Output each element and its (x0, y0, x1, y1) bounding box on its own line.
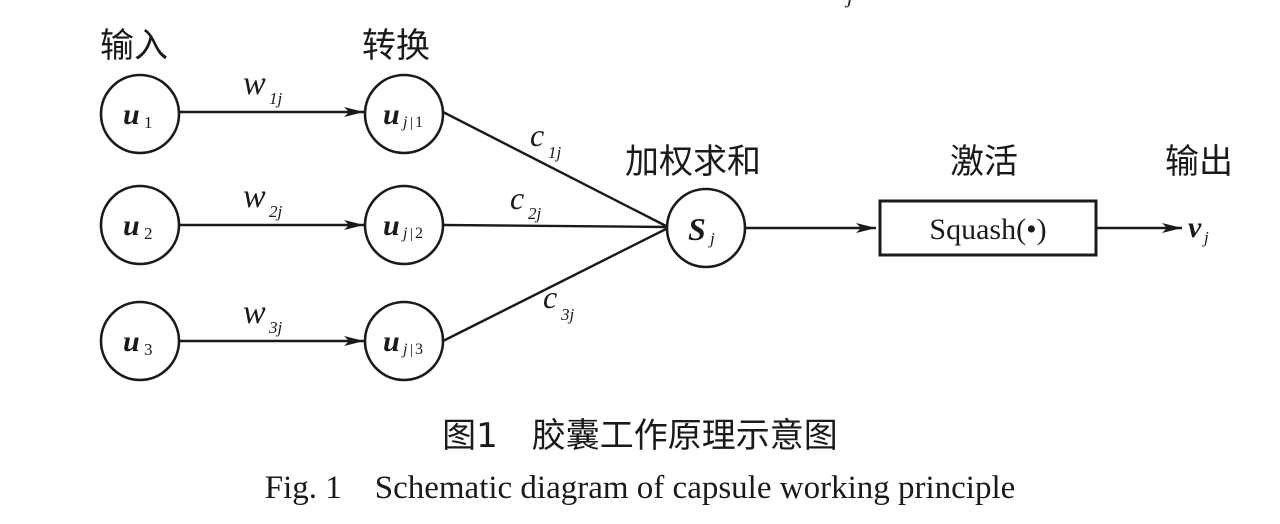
node-uj2-main: u (383, 209, 400, 242)
coupling-1-main: c (530, 117, 544, 153)
weight-2-sub: 2j (269, 202, 283, 221)
figure-caption-en: Fig. 1 Schematic diagram of capsule work… (264, 470, 1016, 506)
coupling-3-sub: 3j (560, 305, 575, 324)
node-u1: u 1 (99, 73, 181, 155)
node-uj3: u j | 3 (363, 300, 445, 382)
header-activation: 激活 (950, 142, 1018, 182)
top-fragment: j (844, 0, 853, 8)
node-u2-sub: 2 (144, 224, 153, 243)
node-uj2-sub-j: j (401, 225, 408, 242)
node-uj1-sub-bar: | (410, 115, 413, 131)
header-output: 输出 (1165, 142, 1233, 182)
node-uj2-sub-bar: | (410, 226, 413, 242)
squash-box: Squash(•) (878, 199, 1098, 257)
coupling-2-main: c (510, 180, 524, 216)
weight-2-main: w (243, 178, 266, 215)
coupling-1-sub: 1j (548, 143, 562, 162)
node-u1-main: u (123, 98, 140, 131)
node-uj1-sub-n: 1 (415, 114, 423, 131)
node-uj2-sub-n: 2 (415, 225, 423, 242)
weight-label-3: w 3j (243, 294, 283, 337)
weight-3-sub: 3j (268, 318, 283, 337)
weight-label-1: w 1j (243, 65, 283, 108)
header-input: 输入 (100, 26, 168, 66)
header-transform: 转换 (362, 26, 430, 66)
line-uj1-to-sj (442, 110, 667, 228)
node-uj2: u j | 2 (363, 184, 445, 266)
node-u3-main: u (123, 325, 140, 358)
line-uj2-to-sj (442, 223, 667, 229)
node-uj3-sub-n: 3 (415, 341, 423, 358)
node-sj: S j (665, 187, 747, 269)
weight-1-sub: 1j (269, 89, 283, 108)
node-uj1-sub-j: j (401, 114, 408, 131)
node-u3-sub: 3 (144, 340, 153, 359)
node-sj-sub: j (708, 229, 715, 248)
coupling-label-2: c 2j (510, 180, 542, 223)
node-uj3-sub-j: j (401, 341, 408, 358)
coupling-2-sub: 2j (528, 204, 542, 223)
weight-label-2: w 2j (243, 178, 283, 221)
output-vj: v j (1188, 211, 1209, 247)
node-u1-sub: 1 (144, 113, 153, 132)
weight-3-main: w (243, 294, 266, 331)
line-uj3-to-sj (442, 227, 667, 343)
figure-caption-zh: 图1 胶囊工作原理示意图 (442, 416, 838, 456)
node-uj3-sub-bar: | (410, 342, 413, 358)
squash-label: Squash(•) (929, 213, 1046, 246)
weight-1-main: w (243, 65, 266, 102)
coupling-label-1: c 1j (530, 117, 562, 162)
coupling-3-main: c (543, 279, 557, 315)
node-uj1-main: u (383, 98, 400, 131)
coupling-label-3: c 3j (543, 279, 575, 324)
output-vj-main: v (1188, 211, 1202, 244)
output-vj-sub: j (1202, 228, 1209, 247)
node-u2: u 2 (99, 184, 181, 266)
node-uj1: u j | 1 (363, 73, 445, 155)
node-sj-main: S (688, 211, 706, 247)
node-u2-main: u (123, 209, 140, 242)
node-uj3-main: u (383, 325, 400, 358)
header-weighted-sum: 加权求和 (625, 142, 761, 182)
node-u3: u 3 (99, 300, 181, 382)
